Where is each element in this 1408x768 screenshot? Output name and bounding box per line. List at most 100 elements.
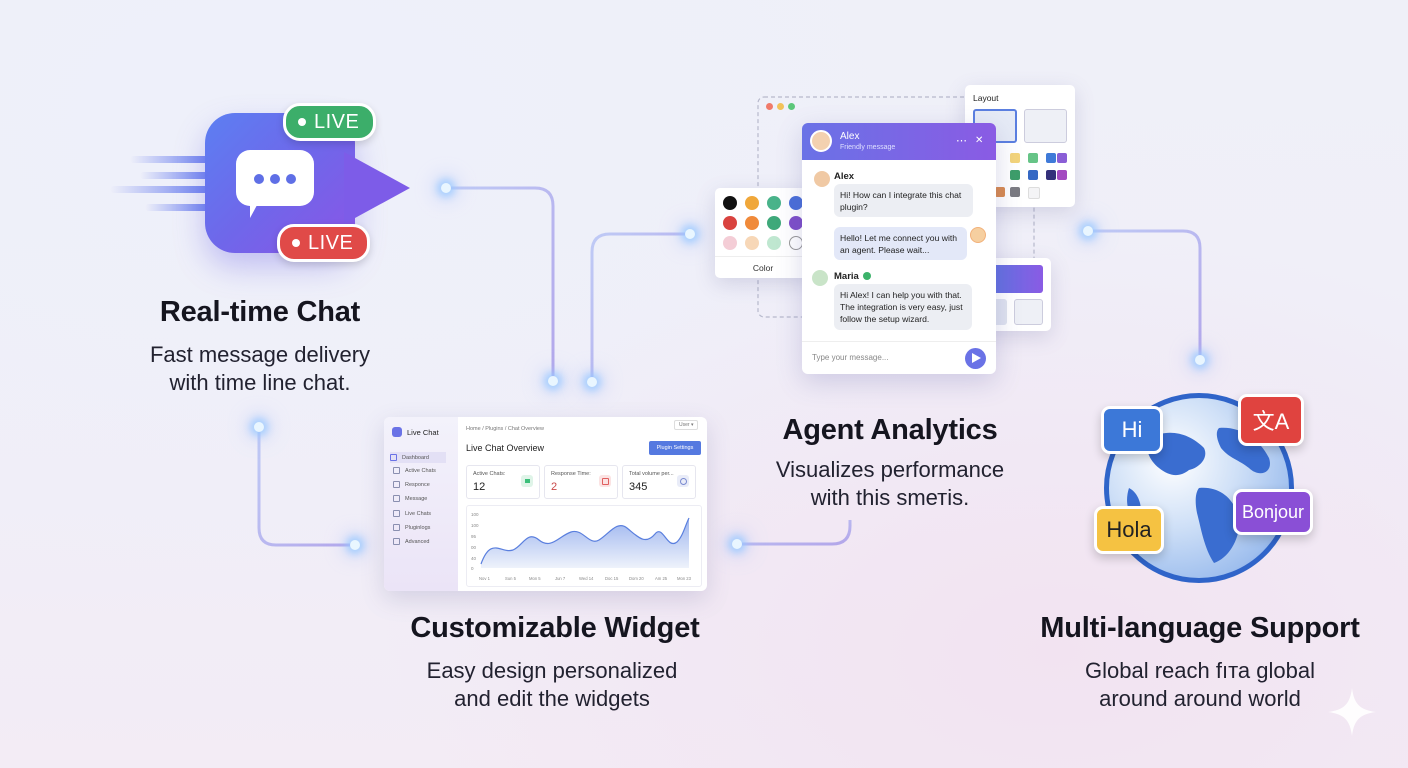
nav-item-live-chats[interactable]: Live Chats xyxy=(393,510,431,517)
color-swatch[interactable] xyxy=(1057,153,1067,163)
typing-dot xyxy=(270,174,280,184)
globe-continents xyxy=(1127,427,1271,563)
window-dot-green xyxy=(788,103,795,110)
nav-item-plugin-logs[interactable]: Pluginlogs xyxy=(393,524,430,531)
volume-chart: 100 100 95 00 40 0 Nov 1 Sun 5 Mon 5 Jun… xyxy=(466,505,702,587)
color-swatch[interactable] xyxy=(789,196,803,210)
speed-line xyxy=(110,186,210,193)
color-swatch[interactable] xyxy=(745,196,759,210)
glow-dot xyxy=(685,229,695,239)
color-swatch[interactable] xyxy=(1010,153,1020,163)
color-swatch[interactable] xyxy=(1028,153,1038,163)
color-swatch[interactable] xyxy=(1046,170,1056,180)
y-tick: 0 xyxy=(471,566,474,571)
theme-option-outline[interactable] xyxy=(1014,299,1043,325)
dashboard-sidebar: Live Chat Dashboard Active Chats Responc… xyxy=(384,417,458,591)
nav-item-active-chats[interactable]: Active Chats xyxy=(393,467,436,474)
menu-icon[interactable]: ⋯ xyxy=(956,135,967,147)
glow-dot xyxy=(548,376,558,386)
chat-icon xyxy=(393,510,400,517)
send-button[interactable] xyxy=(965,348,986,369)
color-swatch[interactable] xyxy=(1010,187,1020,197)
glow-dot xyxy=(441,183,451,193)
feature-title-language: Multi-language Support xyxy=(1040,612,1360,644)
color-swatch[interactable] xyxy=(767,196,781,210)
glow-dot xyxy=(254,422,264,432)
stat-card-response-time: Response Time: 2 xyxy=(544,465,618,499)
nav-item-message[interactable]: Message xyxy=(393,495,427,502)
layout-option-2[interactable] xyxy=(1024,109,1067,143)
color-swatch[interactable] xyxy=(1028,187,1040,199)
nav-item-response[interactable]: Responce xyxy=(393,481,430,488)
feature-desc-analytics-1: Visualizes performance xyxy=(775,457,1005,482)
avatar xyxy=(810,130,832,152)
verified-icon xyxy=(863,272,871,280)
color-panel: Color xyxy=(715,188,815,278)
gear-icon xyxy=(393,538,400,545)
feature-desc-chat-2: with time line chat. xyxy=(169,370,351,395)
user-menu[interactable]: User ▾ xyxy=(674,420,699,430)
speed-line xyxy=(145,204,210,211)
glow-dot xyxy=(732,539,742,549)
users-icon xyxy=(677,475,689,487)
nav-item-advanced[interactable]: Advanced xyxy=(393,538,429,545)
clock-icon xyxy=(599,475,611,487)
x-tick: Am 25 xyxy=(655,576,668,581)
x-tick: Mon 23 xyxy=(677,576,692,581)
message-input[interactable]: Type your message... xyxy=(812,353,889,362)
layout-label: Layout xyxy=(973,93,999,103)
translate-icon: 文A xyxy=(1238,394,1304,446)
speed-line xyxy=(140,172,210,179)
close-icon[interactable]: ✕ xyxy=(975,135,984,146)
color-swatch[interactable] xyxy=(767,216,781,230)
color-swatch[interactable] xyxy=(723,236,737,250)
nav-item-dashboard[interactable]: Dashboard xyxy=(390,452,446,463)
plugin-settings-button[interactable]: Plugin Settings xyxy=(649,441,701,455)
typing-dot xyxy=(254,174,264,184)
chat-widget: Alex Friendly message ⋯ ✕ Alex Hi! How c… xyxy=(802,123,996,374)
feature-title-widget: Customizable Widget xyxy=(410,612,700,644)
live-label: LIVE xyxy=(308,231,354,254)
arrow-right-icon xyxy=(344,152,410,224)
glow-dot xyxy=(350,540,360,550)
color-swatch[interactable] xyxy=(745,216,759,230)
color-swatch[interactable] xyxy=(723,196,737,210)
page-title: Live Chat Overview xyxy=(466,443,545,453)
live-badge-top: LIVE xyxy=(283,103,377,141)
color-swatch[interactable] xyxy=(789,216,803,230)
color-swatch[interactable] xyxy=(1010,170,1020,180)
chat-widget-header: Alex Friendly message ⋯ ✕ xyxy=(802,123,996,160)
live-label: LIVE xyxy=(314,110,360,133)
color-swatch[interactable] xyxy=(1046,153,1056,163)
stat-card-active-chats: Active Chats: 12 xyxy=(466,465,540,499)
glow-dot xyxy=(1195,355,1205,365)
color-swatch[interactable] xyxy=(767,236,781,250)
y-tick: 100 xyxy=(471,523,479,528)
color-swatch[interactable] xyxy=(723,216,737,230)
window-dot-red xyxy=(766,103,773,110)
window-dot-yellow xyxy=(777,103,784,110)
color-swatch[interactable] xyxy=(1057,170,1067,180)
chat-header-sub: Friendly message xyxy=(840,144,896,151)
feature-desc-chat-1: Fast message delivery xyxy=(149,342,371,367)
chat-icon xyxy=(393,467,400,474)
message-bubble: Hi Alex! I can help you with that.The in… xyxy=(834,284,972,330)
color-swatch[interactable] xyxy=(1028,170,1038,180)
color-swatch[interactable] xyxy=(745,236,759,250)
color-swatch[interactable] xyxy=(995,187,1005,197)
sender-name: Alex xyxy=(834,171,855,182)
live-dot-icon xyxy=(298,118,306,126)
live-badge-bottom: LIVE xyxy=(277,224,371,262)
feature-desc-widget-1: Easy design personalized xyxy=(426,658,678,683)
y-tick: 95 xyxy=(471,534,477,539)
x-tick: Sun 5 xyxy=(505,576,517,581)
dashboard-card: Live Chat Dashboard Active Chats Responc… xyxy=(384,417,707,591)
feature-desc-widget-2: and edit the widgets xyxy=(454,686,650,711)
live-dot-icon xyxy=(292,239,300,247)
x-tick: Doc 15 xyxy=(605,576,619,581)
feature-title-chat: Real-time Chat xyxy=(159,296,361,328)
eyedropper-icon[interactable] xyxy=(789,236,803,250)
